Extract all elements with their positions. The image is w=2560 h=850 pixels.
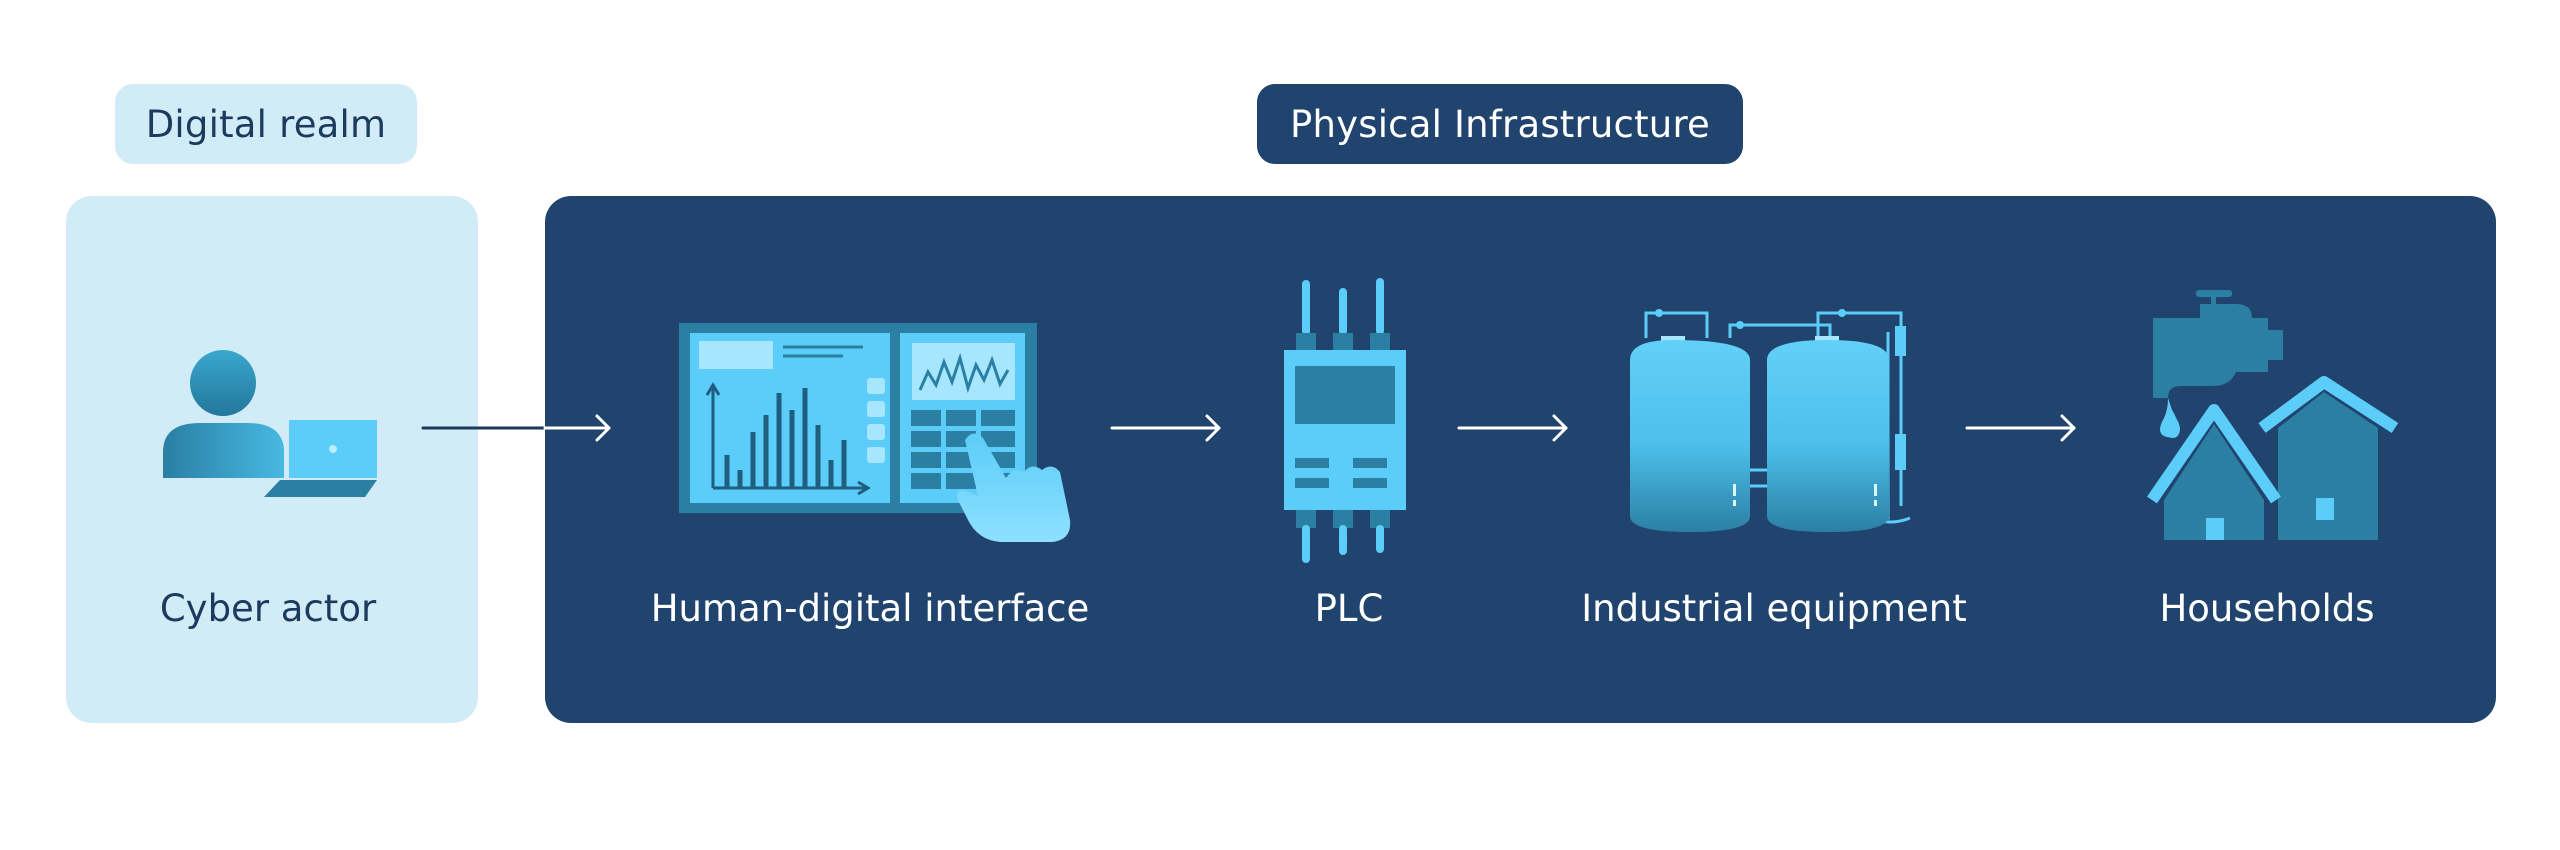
touchscreen-dashboard-icon xyxy=(679,323,1071,542)
node-label-households: Households xyxy=(2159,587,2375,630)
houses-with-water-tap-icon xyxy=(2147,290,2399,540)
storage-tanks-icon xyxy=(1630,309,1911,532)
arrow-cyber-actor-to-hmi xyxy=(421,414,611,442)
physical-infrastructure-title: Physical Infrastructure xyxy=(1257,84,1743,164)
node-label-plc: PLC xyxy=(1314,587,1384,630)
node-label-hmi: Human-digital interface xyxy=(650,587,1090,630)
digital-realm-title: Digital realm xyxy=(115,84,417,164)
arrow-equipment-to-households xyxy=(1965,414,2076,442)
node-label-cyber-actor: Cyber actor xyxy=(159,587,377,630)
plc-controller-icon xyxy=(1284,278,1406,563)
node-label-equipment: Industrial equipment xyxy=(1581,587,1967,630)
arrow-plc-to-equipment xyxy=(1457,414,1568,442)
arrow-hmi-to-plc xyxy=(1110,414,1221,442)
cyber-actor-with-laptop-icon xyxy=(163,350,377,497)
